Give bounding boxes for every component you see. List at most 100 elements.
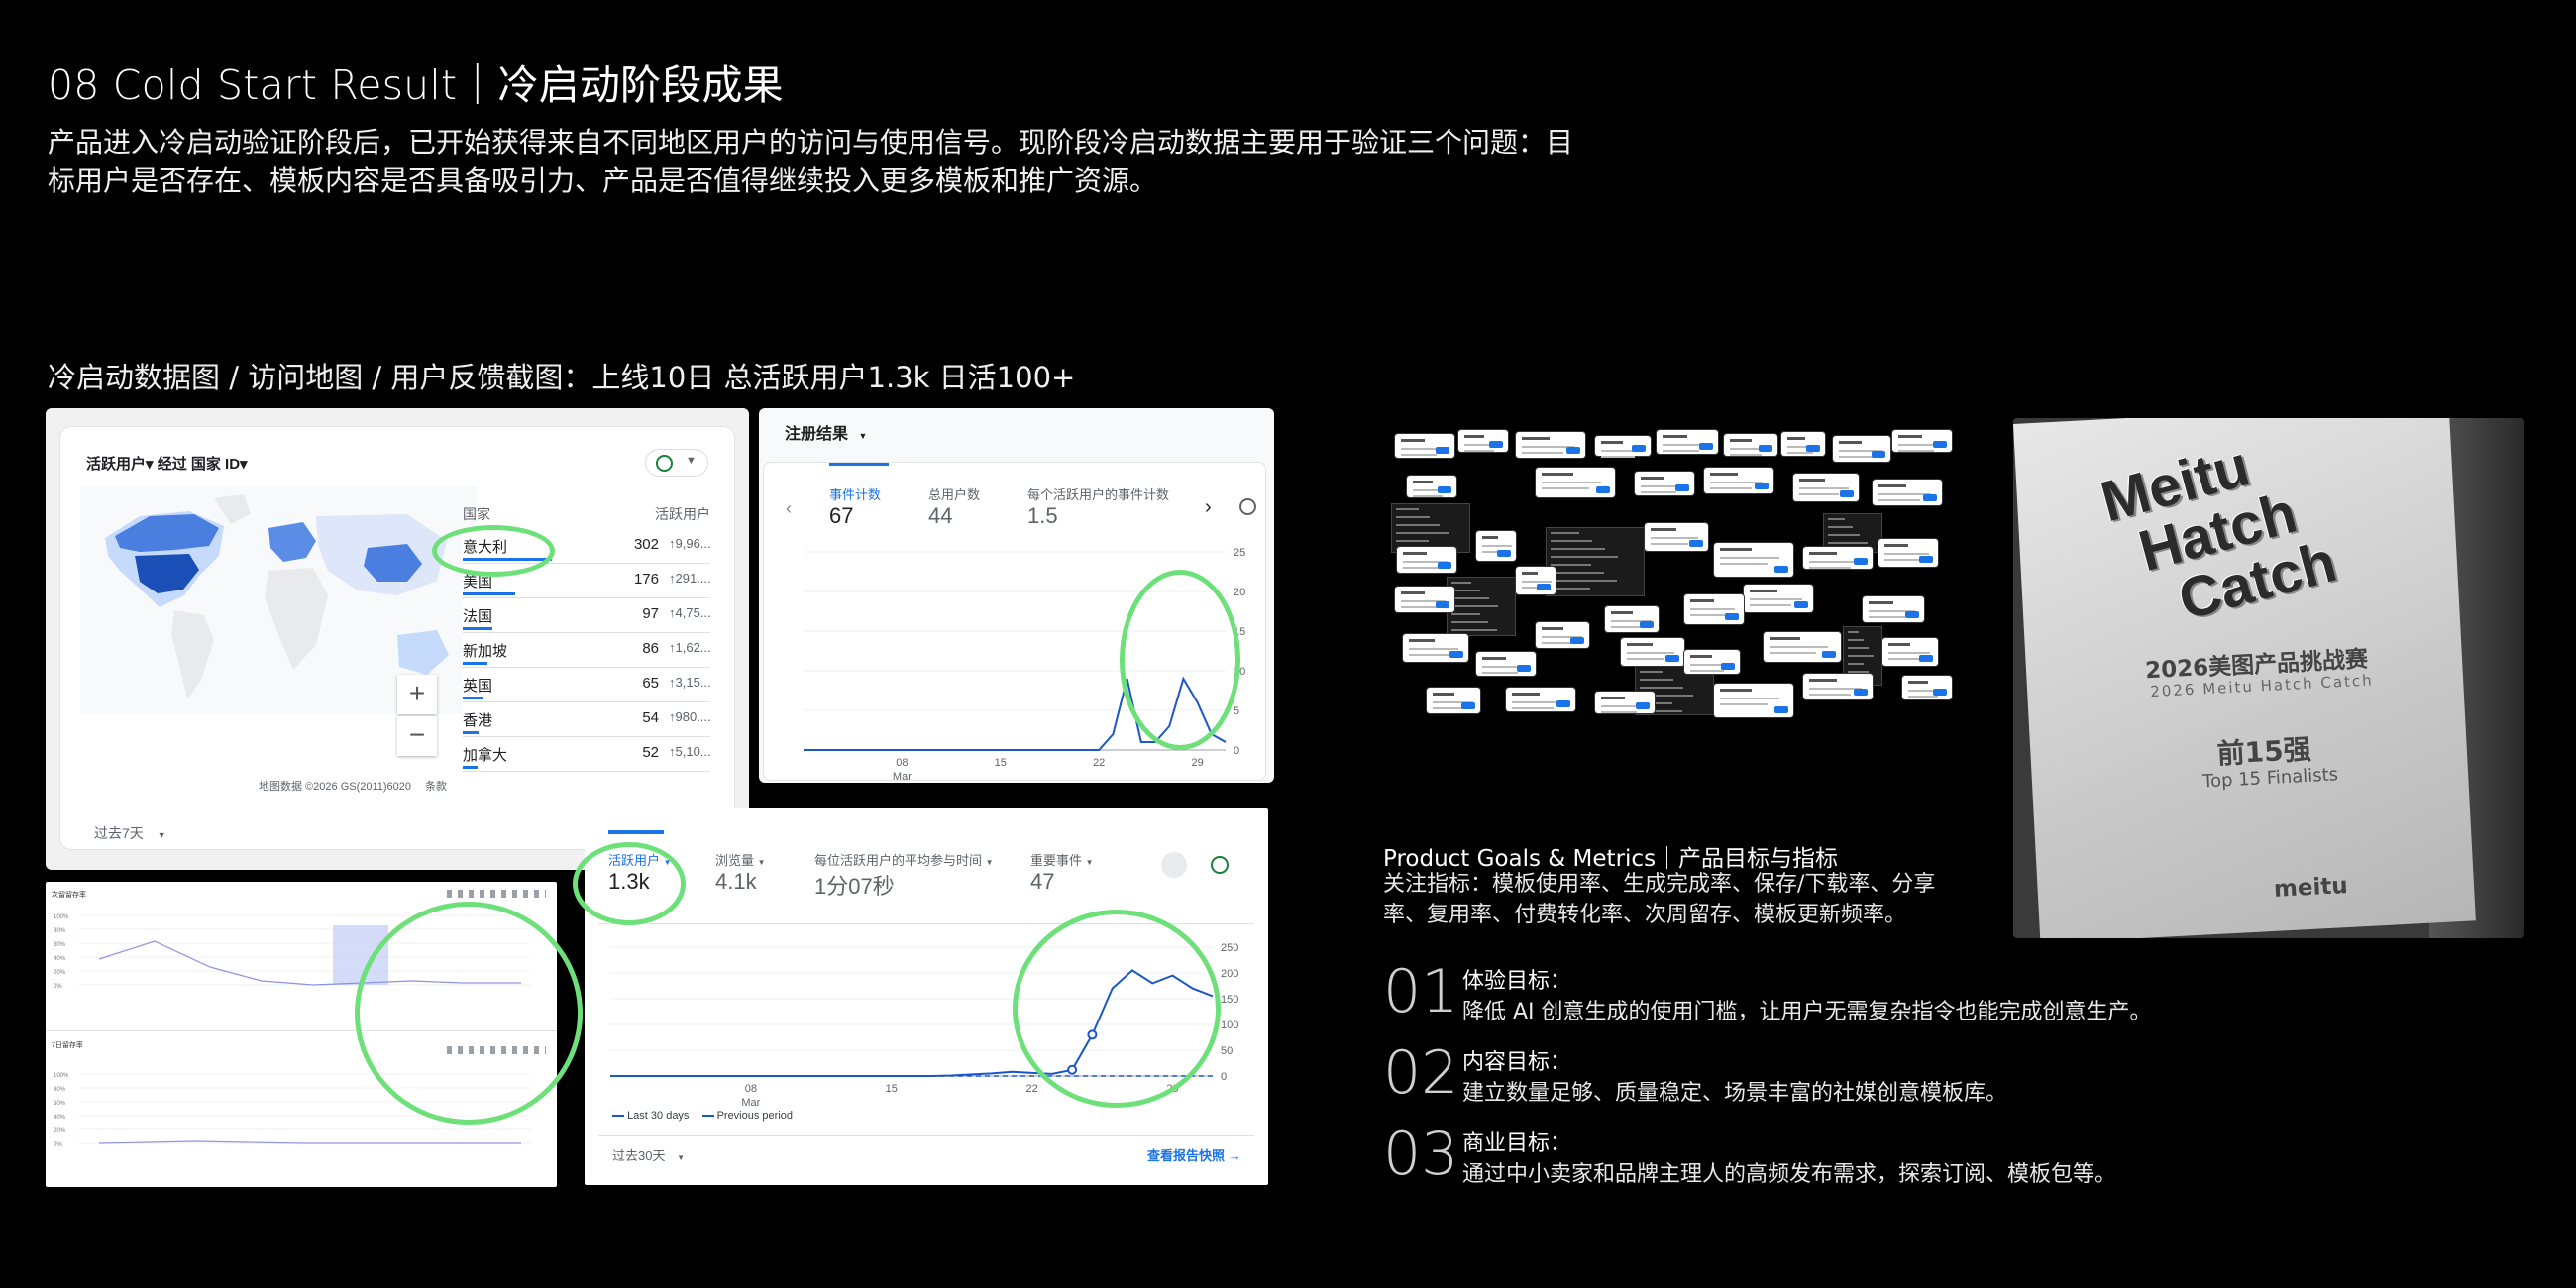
feedback-screenshot (1878, 539, 1938, 567)
chevron-left-icon[interactable]: ‹ (786, 498, 792, 518)
date-range-label: 过去7天 (94, 825, 144, 841)
goal-number-3: 03 (1383, 1120, 1459, 1189)
y-tick-label: 60% (54, 942, 66, 948)
active-metric-3-value: 47 (1030, 869, 1055, 894)
y-tick-label: 60% (54, 1101, 66, 1107)
user-feedback-collage (1387, 428, 1962, 725)
feedback-screenshot (1892, 430, 1952, 452)
reg-metric-2[interactable]: 每个活跃用户的事件计数 1.5 (1027, 484, 1169, 529)
y-tick-label: 150 (1221, 994, 1238, 1006)
highlight-circle-growth (1013, 910, 1221, 1108)
map-card: 活跃用户▾ 经过 国家 ID▾ ▼ + − 地图数据 ©2026 GS(2011… (46, 408, 749, 870)
feedback-screenshot (1458, 430, 1508, 452)
goal-number-1: 01 (1383, 957, 1459, 1026)
chevron-down-icon: ▼ (985, 858, 994, 867)
row-country: 英国 (463, 678, 493, 695)
active-metric-3[interactable]: 重要事件 ▼ 47 (1030, 850, 1094, 895)
row-divider (463, 667, 710, 668)
row-share-bar (463, 592, 515, 595)
active-divider (598, 1135, 1254, 1136)
goal-title-1: 体验目标： (1462, 969, 1572, 994)
registration-title-label: 注册结果 (785, 426, 849, 443)
reg-metric-0-label: 事件计数 (829, 487, 882, 502)
feedback-screenshot (1714, 543, 1793, 577)
active-metric-2-value: 1分07秒 (814, 874, 895, 899)
row-change: ↑4,75... (669, 605, 711, 620)
metric-selector[interactable]: 活跃用户▾ 经过 国家 ID▾ (86, 456, 248, 473)
date-range-selector[interactable]: 过去7天 ▼ (94, 823, 166, 843)
feedback-screenshot (1407, 476, 1456, 497)
check-circle-icon[interactable] (1211, 856, 1229, 874)
registration-title[interactable]: 注册结果 ▼ (785, 420, 867, 444)
goal-desc-2: 建立数量足够、质量稳定、场景丰富的社媒创意模板库。 (1462, 1081, 2008, 1106)
map-canada (115, 514, 219, 552)
map-credit: 地图数据 ©2026 GS(2011)6020 (259, 781, 412, 793)
goals-heading: Product Goals & Metrics｜产品目标与指标 (1383, 846, 1839, 872)
feedback-screenshot (1395, 587, 1454, 612)
active-range-selector[interactable]: 过去30天 ▼ (612, 1145, 685, 1164)
check-circle-icon[interactable] (1239, 498, 1256, 515)
x-tick-label: 08 (745, 1083, 757, 1095)
row-users: 52 (642, 744, 659, 761)
feedback-screenshot (1536, 622, 1589, 648)
chevron-down-icon: ▼ (858, 431, 868, 441)
y-tick-label: 100 (1221, 1020, 1238, 1031)
map-africa (265, 568, 328, 670)
chevron-down-icon: ▼ (1085, 858, 1094, 867)
row-divider (463, 736, 710, 737)
zoom-out-button[interactable]: − (397, 716, 437, 756)
feedback-screenshot (1621, 638, 1684, 666)
feedback-screenshot (1873, 480, 1942, 505)
y-tick-label: 40% (54, 956, 66, 962)
feedback-screenshot (1803, 674, 1873, 699)
zoom-in-button[interactable]: + (397, 675, 437, 714)
highlight-circle-retention (355, 902, 583, 1125)
col-country: 国家 (463, 506, 490, 522)
row-divider (463, 632, 710, 633)
active-metric-2-label: 每位活跃用户的平均参与时间 (814, 853, 983, 868)
active-metric-2[interactable]: 每位活跃用户的平均参与时间 ▼ 1分07秒 (814, 850, 994, 901)
x-tick-label: 08 (896, 757, 908, 769)
row-change: ↑980.... (669, 709, 711, 724)
map-terms-link[interactable]: 条款 (425, 781, 447, 793)
feedback-screenshot (1833, 436, 1890, 462)
row-users: 65 (642, 675, 659, 692)
active-metric-1[interactable]: 浏览量 ▼ 4.1k (715, 850, 766, 895)
feedback-screenshot (1645, 523, 1708, 551)
chevron-down-icon: ▼ (677, 1153, 686, 1162)
legend-previous-swatch (701, 1115, 714, 1118)
feedback-screenshot (1595, 436, 1651, 458)
retention-divider (46, 1030, 557, 1031)
reg-metric-0[interactable]: 事件计数 67 (829, 484, 881, 529)
award-logo: Meitu Hatch Catch (2094, 425, 2343, 643)
world-map (80, 486, 477, 714)
view-snapshot-link[interactable]: 查看报告快照 → (1147, 1145, 1241, 1164)
chevron-right-icon[interactable]: › (1205, 496, 1212, 518)
retention-top-toolbar[interactable] (447, 890, 546, 898)
y-tick-label: 200 (1221, 968, 1238, 980)
legend-current-swatch (612, 1115, 624, 1118)
insights-icon[interactable] (1161, 852, 1187, 878)
feedback-screenshot (1506, 688, 1575, 711)
compare-toggle[interactable]: ▼ (645, 449, 708, 477)
y-tick-label: 25 (1234, 547, 1245, 559)
map-europe (268, 522, 316, 562)
reg-metric-1[interactable]: 总用户数 44 (928, 484, 980, 529)
row-users: 302 (633, 536, 659, 553)
row-share-bar (463, 731, 479, 734)
retention-line (98, 1140, 521, 1144)
goal-number-2: 02 (1383, 1038, 1459, 1108)
feedback-screenshot (1476, 531, 1516, 561)
row-share-bar (463, 766, 478, 769)
map-south-america (171, 610, 214, 699)
feedback-screenshot (1714, 684, 1793, 717)
row-share-bar (463, 627, 492, 630)
row-country: 法国 (463, 608, 493, 625)
row-share-bar (463, 662, 487, 665)
